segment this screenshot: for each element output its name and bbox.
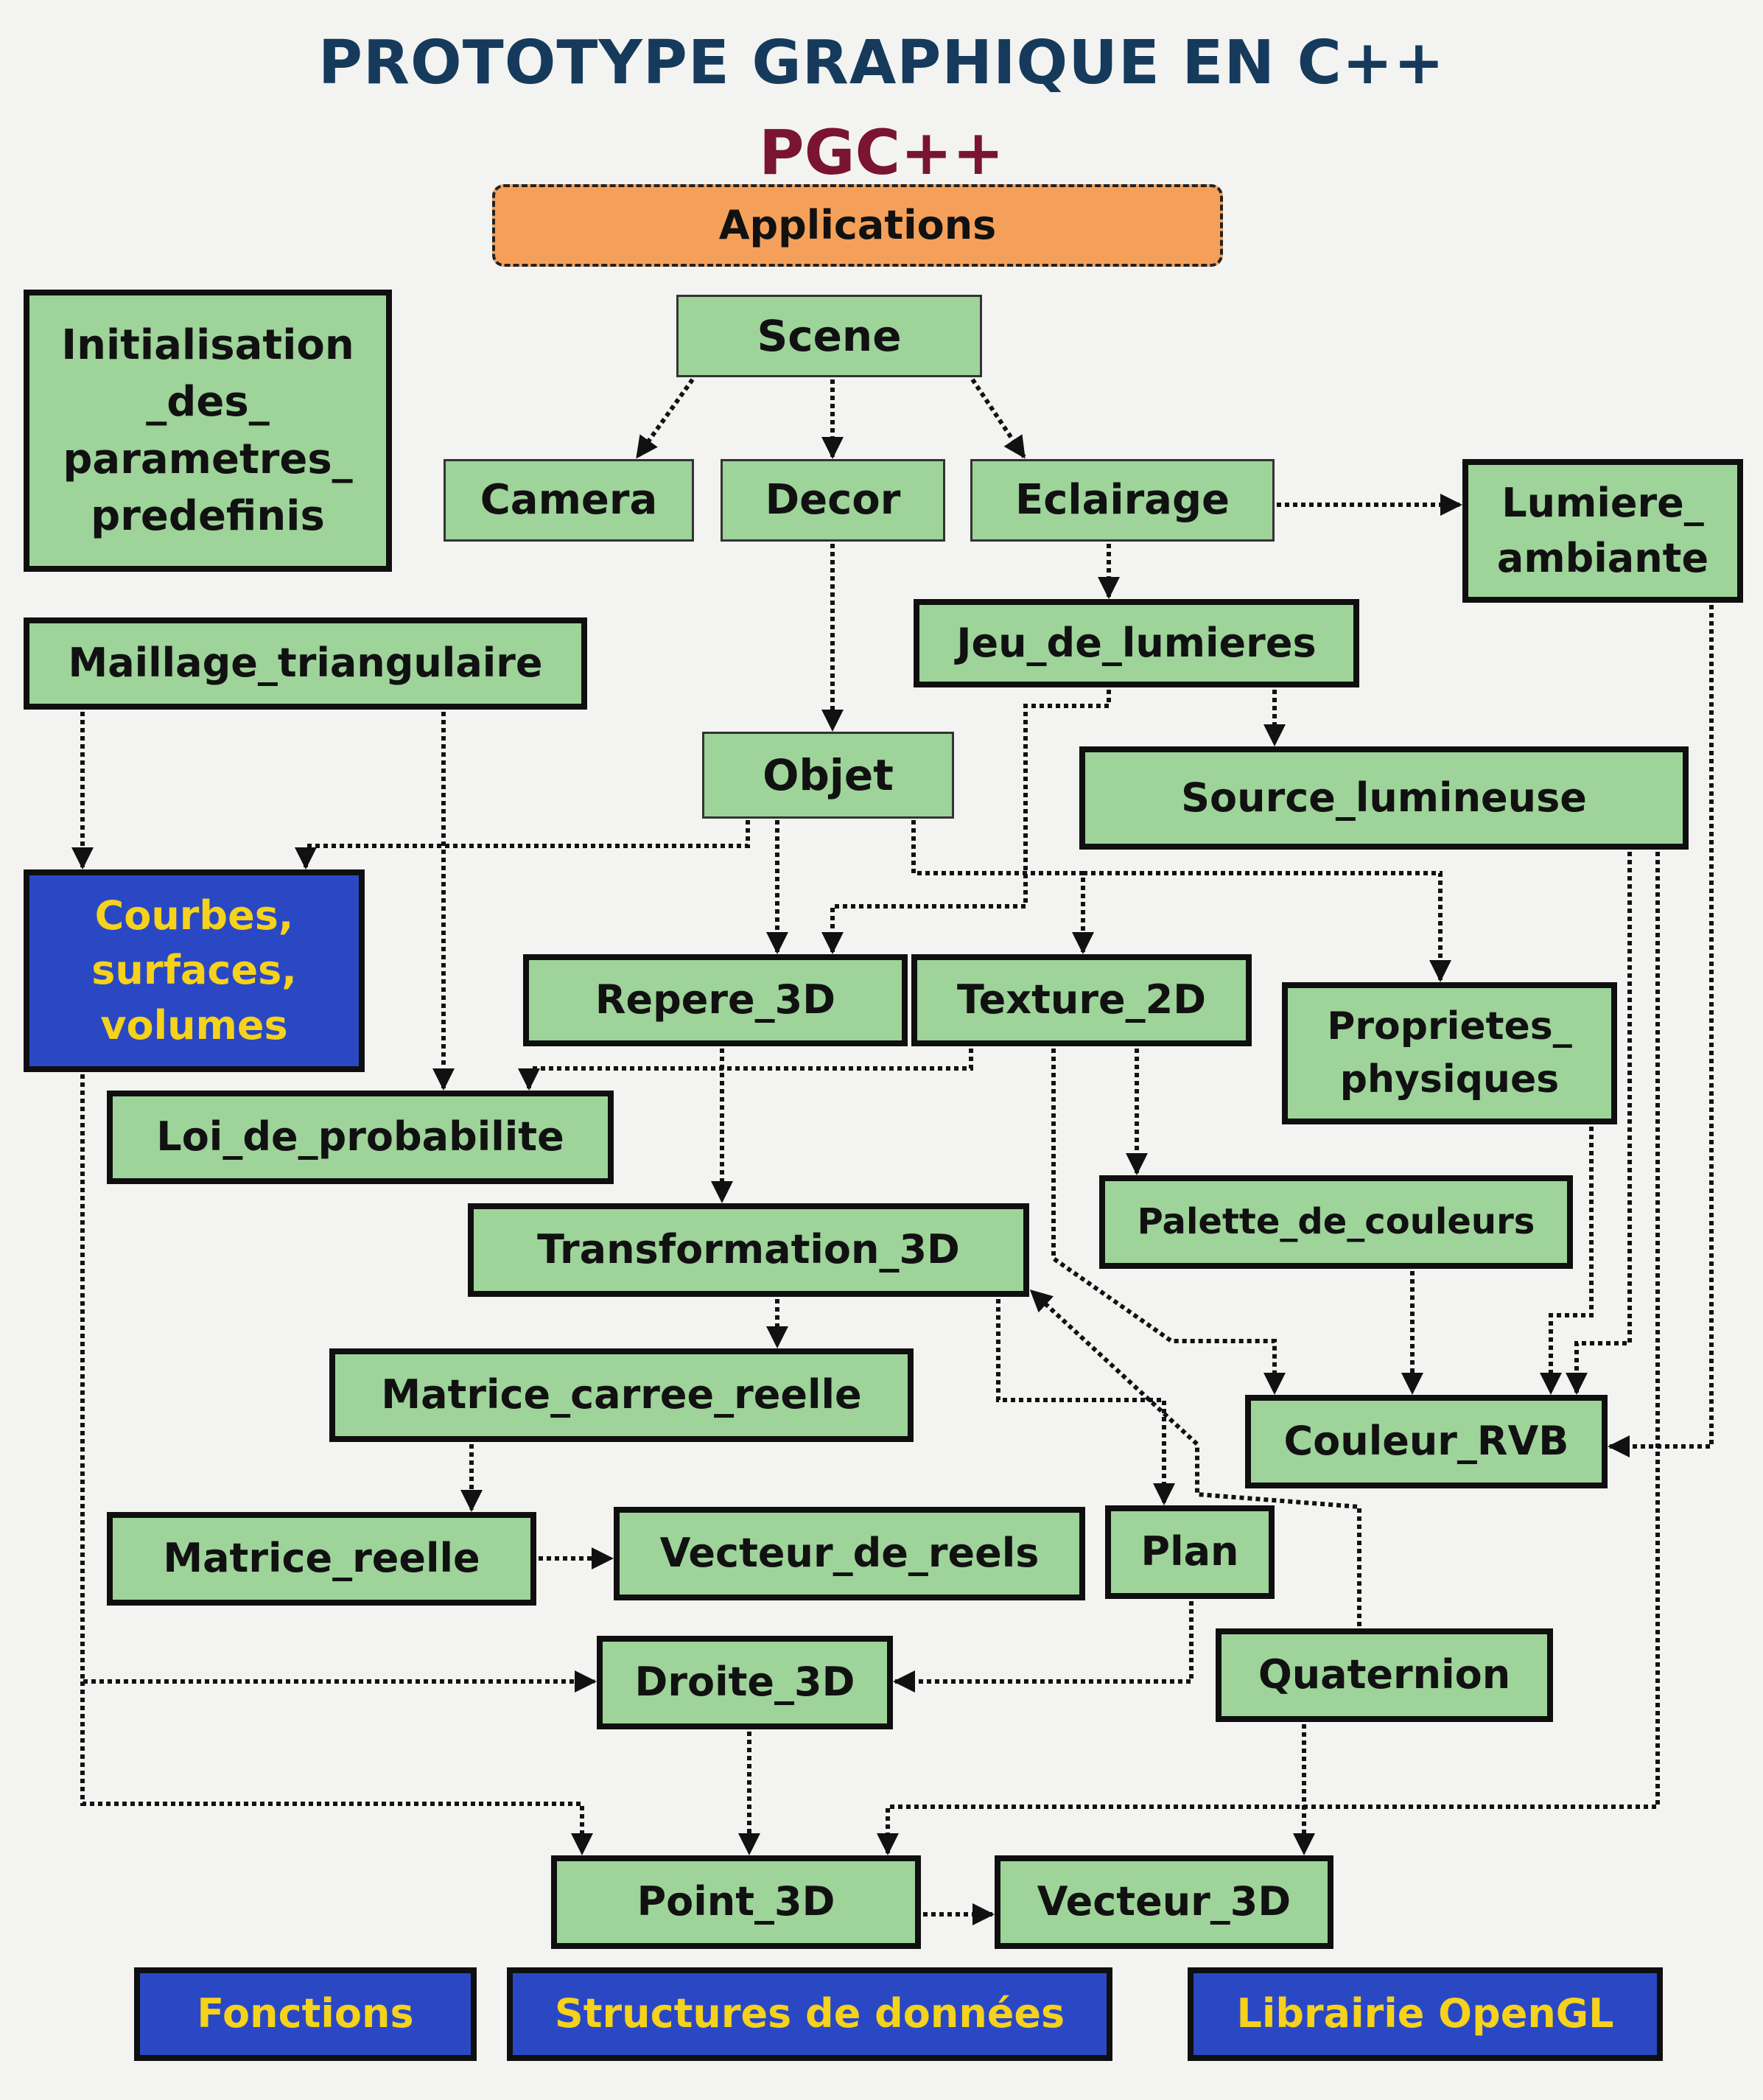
- jeu-de-lumieres-box[interactable]: Jeu_de_lumieres: [914, 599, 1359, 687]
- edge-courbes-to-point: [80, 1681, 593, 1855]
- scene-box[interactable]: Scene: [676, 295, 982, 377]
- edge-objet-to-courbes: [295, 820, 750, 869]
- vecteur-de-reels-box[interactable]: Vecteur_de_reels: [614, 1507, 1085, 1600]
- matrice-carree-reelle-box[interactable]: Matrice_carree_reelle: [329, 1348, 914, 1442]
- lumiere-ambiante-box[interactable]: Lumiere_ ambiante: [1462, 459, 1743, 603]
- quaternion-box[interactable]: Quaternion: [1216, 1628, 1553, 1722]
- transformation-3d-box[interactable]: Transformation_3D: [468, 1203, 1029, 1297]
- diagram-subtitle: PGC++: [759, 116, 1004, 189]
- couleur-rvb-box[interactable]: Couleur_RVB: [1245, 1395, 1608, 1488]
- source-lumineuse-box[interactable]: Source_lumineuse: [1079, 746, 1689, 850]
- edge-transformation-to-plan: [996, 1299, 1175, 1505]
- edge-objet-to-proprietes: [1083, 871, 1451, 982]
- vecteur-3d-box[interactable]: Vecteur_3D: [995, 1855, 1333, 1949]
- matrice-reelle-box[interactable]: Matrice_reelle: [107, 1512, 536, 1606]
- edge-source-to-couleur-2: [877, 852, 1660, 1855]
- edge-scene-to-eclairage: [970, 378, 1026, 459]
- eclairage-box[interactable]: Eclairage: [970, 459, 1275, 542]
- decor-box[interactable]: Decor: [721, 459, 945, 542]
- initialisation-box[interactable]: Initialisation _des_ parametres_ predefi…: [24, 290, 392, 572]
- legend-structures-de-donnees: Structures de données: [507, 1967, 1112, 2061]
- legend-fonctions: Fonctions: [134, 1967, 477, 2061]
- plan-box[interactable]: Plan: [1105, 1505, 1275, 1599]
- repere-3d-box[interactable]: Repere_3D: [523, 954, 908, 1046]
- edge-quaternion-to-transformation: [1029, 1289, 1361, 1626]
- palette-de-couleurs-box[interactable]: Palette_de_couleurs: [1099, 1175, 1573, 1269]
- edge-source-to-couleur-1: [1566, 852, 1632, 1395]
- edge-scene-to-camera: [635, 378, 695, 459]
- edge-plan-to-droite: [893, 1601, 1194, 1693]
- courbes-surfaces-volumes-box[interactable]: Courbes, surfaces, volumes: [24, 869, 365, 1072]
- edge-objet-to-texture-2d: [911, 820, 1094, 954]
- maillage-triangulaire-box[interactable]: Maillage_triangulaire: [24, 617, 587, 710]
- edge-lumiere-to-couleur: [1608, 605, 1714, 1457]
- point-3d-box[interactable]: Point_3D: [551, 1855, 921, 1949]
- camera-box[interactable]: Camera: [444, 459, 694, 542]
- loi-de-probabilite-box[interactable]: Loi_de_probabilite: [107, 1091, 614, 1184]
- edge-texture-to-loi: [518, 1049, 973, 1091]
- diagram-title: PROTOTYPE GRAPHIQUE EN C++: [318, 28, 1445, 98]
- texture-2d-box[interactable]: Texture_2D: [911, 954, 1252, 1046]
- edge-courbes-to-droite: [80, 1074, 597, 1693]
- objet-box[interactable]: Objet: [702, 732, 954, 819]
- proprietes-physiques-box[interactable]: Proprietes_ physiques: [1282, 982, 1617, 1124]
- droite-3d-box[interactable]: Droite_3D: [597, 1636, 893, 1729]
- legend-librairie-opengl: Librairie OpenGL: [1188, 1967, 1663, 2061]
- edge-proprietes-to-couleur: [1540, 1127, 1594, 1395]
- applications-box[interactable]: Applications: [492, 184, 1223, 267]
- edge-jeu-to-repere-3d: [821, 690, 1111, 954]
- edge-texture-to-couleur: [1051, 1049, 1286, 1395]
